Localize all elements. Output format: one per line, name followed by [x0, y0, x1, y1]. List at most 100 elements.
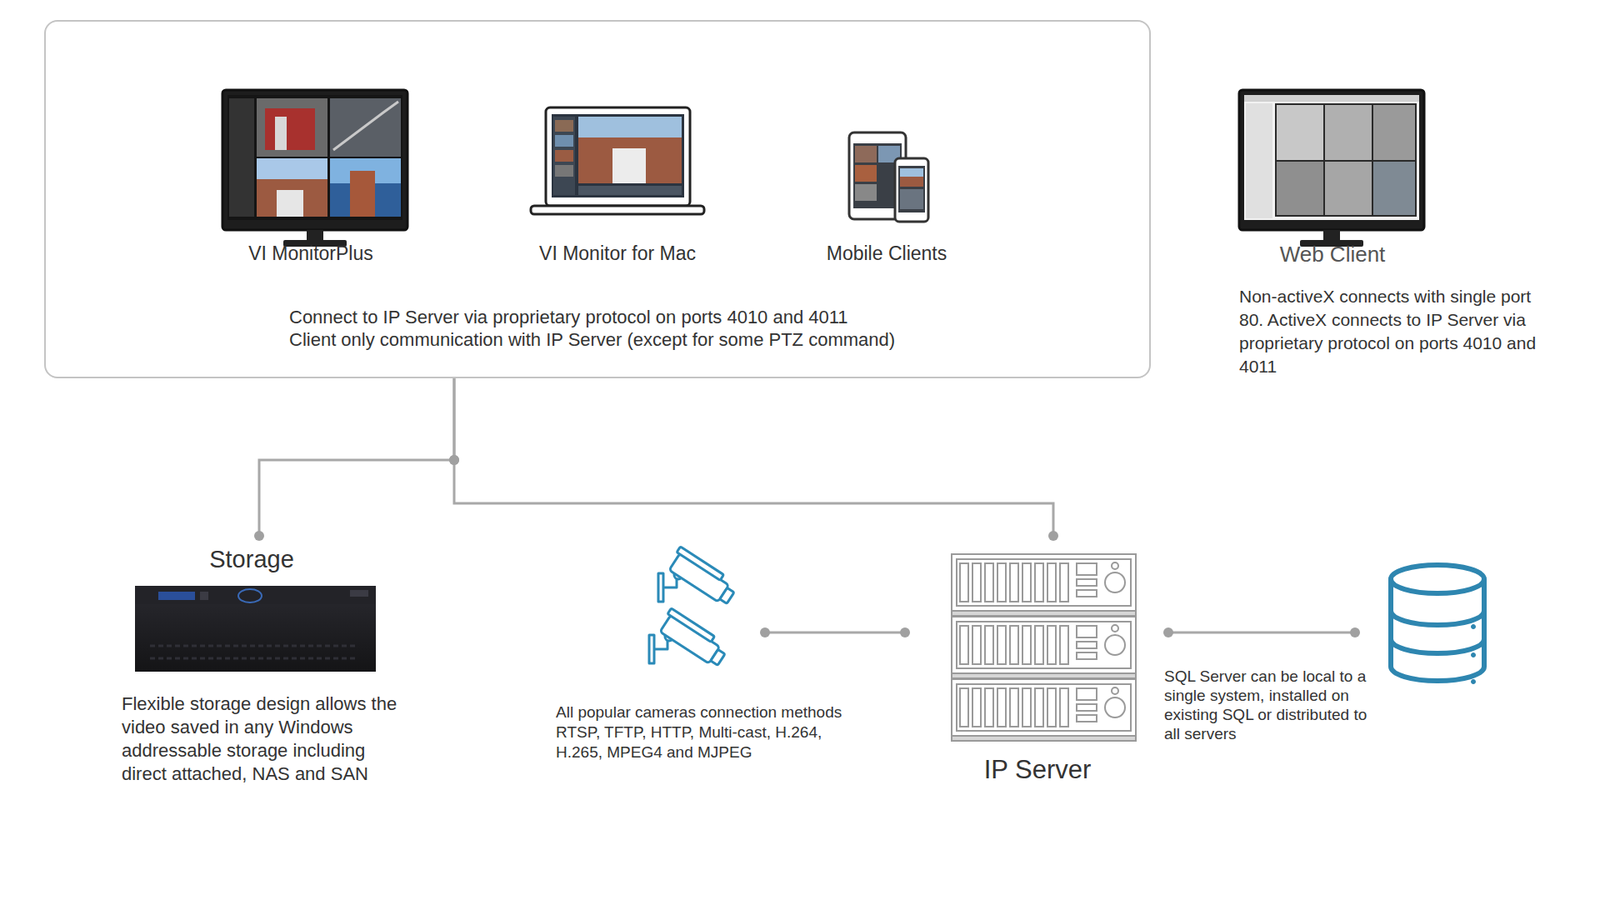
illustration-part — [985, 625, 994, 665]
node-label: Flexible storage design allows the video… — [121, 692, 412, 786]
illustration-part — [667, 608, 715, 642]
laptop-icon — [530, 107, 705, 215]
illustration-part — [1373, 161, 1415, 215]
connector-line — [259, 378, 455, 536]
illustration-part — [997, 625, 1006, 665]
camera-node: All popular cameras connection methods R… — [649, 541, 765, 724]
illustration-part — [997, 563, 1006, 602]
illustration-part — [710, 649, 725, 665]
illustration-part — [1471, 653, 1476, 658]
illustration-part — [1325, 105, 1372, 160]
illustration-part — [333, 101, 399, 150]
illustration-part — [545, 107, 690, 206]
illustration-part — [1076, 715, 1097, 722]
illustration-part — [900, 176, 924, 187]
illustration-part — [229, 98, 255, 217]
illustration-part — [238, 589, 262, 603]
illustration-part — [1035, 688, 1044, 727]
node-title: Connect to IP Server via proprietary pro… — [289, 306, 1090, 329]
illustration-part — [1060, 563, 1069, 602]
storage-node: StorageFlexible storage design allows th… — [121, 535, 405, 782]
illustration-part — [1390, 610, 1485, 625]
illustration-part — [1323, 230, 1340, 242]
illustration-part — [898, 165, 925, 213]
node-label: VI Monitor for Mac — [517, 242, 718, 266]
illustration-part — [1105, 697, 1125, 718]
illustration-part — [1035, 563, 1044, 602]
illustration-part — [1035, 625, 1044, 665]
sql-server-node: SQL Server can be local to a single syst… — [1355, 558, 1497, 688]
illustration-part — [555, 165, 574, 177]
mobile-devices-icon — [849, 132, 929, 222]
illustration-part — [951, 610, 1136, 616]
web-client-node: Web ClientNon-activeX connects with sing… — [1233, 83, 1559, 375]
illustration-part — [1111, 562, 1119, 570]
illustration-part — [150, 657, 359, 660]
illustration-part — [1022, 688, 1031, 727]
client-app-node: Mobile Clients — [833, 125, 942, 271]
illustration-part — [1010, 563, 1019, 602]
junction-dot — [1163, 627, 1174, 638]
node-label: Client only communication with IP Server… — [289, 329, 1090, 351]
illustration-part — [306, 230, 324, 242]
illustration-part — [658, 573, 664, 602]
illustration-part — [1471, 625, 1476, 630]
connector-line — [1168, 631, 1355, 635]
illustration-part — [1105, 635, 1125, 655]
illustration-part — [551, 114, 685, 198]
node-label: All popular cameras connection methods R… — [555, 702, 846, 763]
illustration-part — [578, 137, 682, 184]
illustration-part — [951, 554, 1136, 616]
junction-dot — [760, 627, 770, 638]
junction-dot — [900, 627, 910, 638]
illustration-part — [956, 621, 1131, 669]
illustration-part — [855, 165, 877, 182]
illustration-part — [972, 625, 981, 665]
illustration-part — [150, 645, 359, 648]
database-icon — [1390, 565, 1485, 685]
illustration-part — [657, 608, 730, 669]
illustration-part — [330, 158, 401, 217]
illustration-part — [1111, 625, 1119, 632]
client-app-node: VI MonitorPlus — [214, 83, 408, 271]
illustration-part — [265, 108, 315, 150]
illustration-part — [855, 145, 877, 163]
illustration-part — [960, 563, 969, 602]
client-group-box: Connect to IP Server via proprietary pro… — [44, 20, 1151, 379]
illustration-part — [578, 185, 682, 195]
illustration-part — [555, 150, 574, 162]
illustration-part — [1047, 563, 1056, 602]
node-label: VI MonitorPlus — [210, 242, 411, 266]
illustration-part — [135, 585, 376, 605]
illustration-part — [256, 158, 328, 217]
storage-unit-icon — [135, 585, 376, 672]
illustration-part — [275, 116, 287, 150]
illustration-part — [649, 635, 655, 664]
illustration-part — [1276, 105, 1324, 160]
illustration-part — [1373, 105, 1415, 160]
illustration-part — [1076, 688, 1097, 700]
illustration-part — [1076, 641, 1097, 649]
node-label: Non-activeX connects with single port 80… — [1239, 285, 1556, 379]
node-label: Mobile Clients — [803, 242, 970, 266]
node-label: SQL Server can be local to a single syst… — [1164, 666, 1383, 744]
illustration-part — [895, 158, 929, 222]
illustration-part — [649, 608, 730, 669]
illustration-part — [951, 554, 1136, 611]
illustration-part — [1022, 563, 1031, 602]
illustration-part — [951, 616, 1136, 674]
web-client-monitor-icon — [1239, 90, 1425, 247]
illustration-part — [553, 116, 575, 195]
illustration-part — [1239, 90, 1425, 230]
camera-icon — [649, 546, 740, 669]
illustration-part — [350, 170, 375, 217]
illustration-part — [1390, 666, 1485, 681]
illustration-part — [1010, 688, 1019, 727]
illustration-part — [985, 688, 994, 727]
ip-server-node: IP Server — [905, 535, 1169, 790]
illustration-part — [676, 546, 724, 580]
illustration-part — [855, 184, 877, 201]
illustration-part — [276, 190, 304, 217]
illustration-part — [951, 616, 1136, 679]
